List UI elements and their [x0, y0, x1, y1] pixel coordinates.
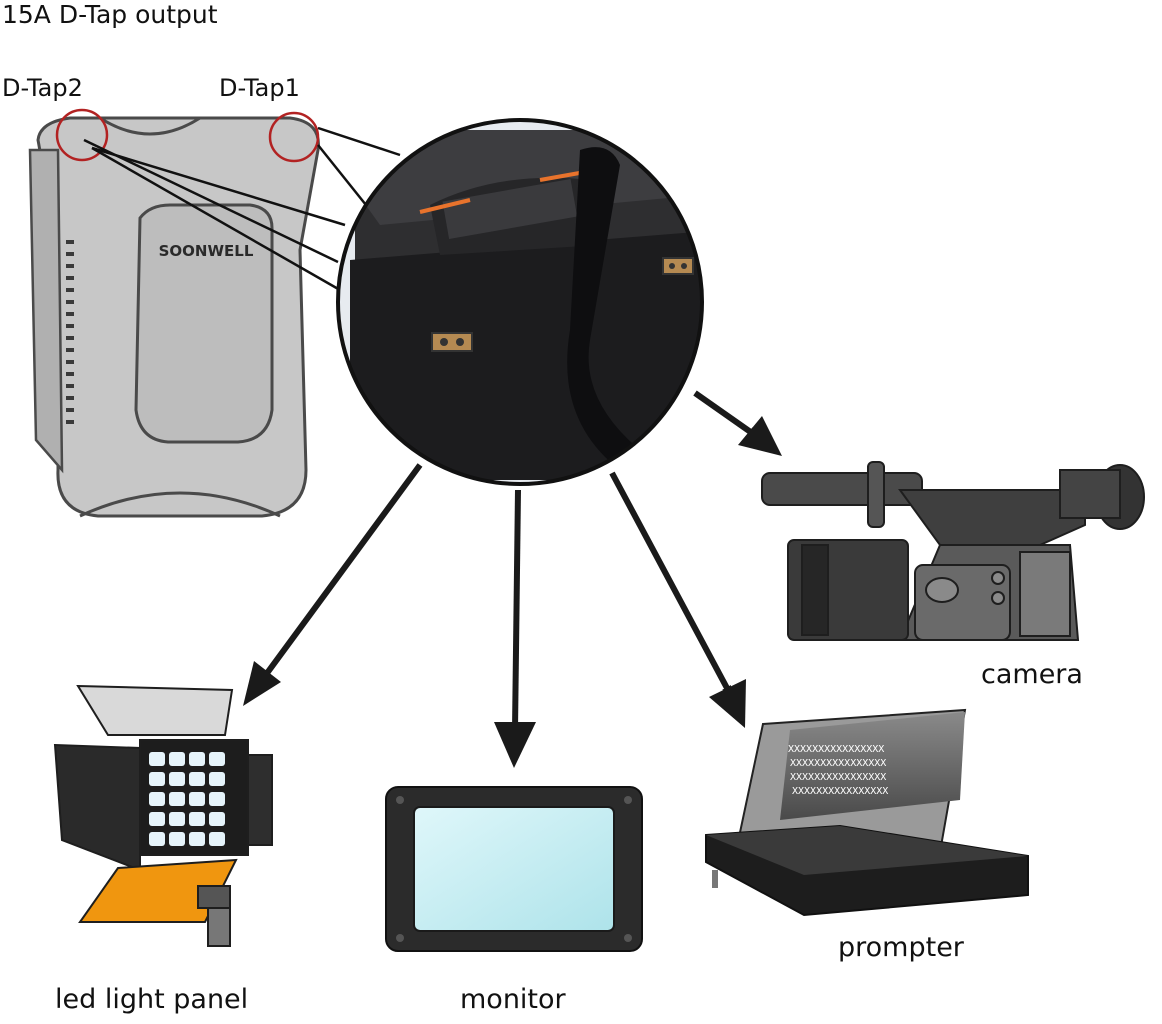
battery-vents — [66, 240, 74, 424]
arrowhead-camera — [738, 416, 782, 456]
dtap2-callout-ring — [55, 108, 109, 162]
svg-text:XXXXXXXXXXXXXXXX: XXXXXXXXXXXXXXXX — [788, 744, 884, 755]
led-panel-illustration — [53, 684, 273, 947]
camera-caption: camera — [981, 659, 1083, 690]
arrow-to-led — [257, 463, 423, 686]
dtap1-callout-ring — [268, 111, 320, 163]
led-grid — [149, 752, 225, 846]
output-arrows — [257, 390, 758, 737]
dtap2-label: D-Tap2 — [2, 74, 83, 102]
battery-brand-logo: SOONWELL — [159, 242, 254, 260]
arrowhead-prompter — [709, 679, 746, 728]
prompter-illustration: XXXXXXXXXXXXXXXX XXXXXXXXXXXXXXXX XXXXXX… — [705, 708, 1029, 917]
svg-text:XXXXXXXXXXXXXXXX: XXXXXXXXXXXXXXXX — [792, 786, 888, 797]
camera-illustration — [761, 461, 1145, 641]
battery-illustration: SOONWELL — [28, 116, 320, 518]
dtap1-label: D-Tap1 — [219, 74, 300, 102]
arrow-to-camera — [693, 390, 758, 438]
diagram-title: 15A D-Tap output — [2, 0, 218, 29]
arrowhead-monitor — [494, 722, 536, 768]
arrow-to-prompter — [609, 471, 732, 697]
arrow-to-monitor — [510, 489, 521, 737]
prompter-caption: prompter — [838, 932, 964, 963]
svg-text:XXXXXXXXXXXXXXXX: XXXXXXXXXXXXXXXX — [790, 772, 886, 783]
arrowhead-led — [243, 661, 281, 706]
dtap1-port-detail — [662, 257, 694, 275]
callout-lines — [83, 126, 401, 292]
led-panel-caption: led light panel — [55, 984, 249, 1015]
monitor-screen — [413, 806, 615, 932]
monitor-caption: monitor — [460, 984, 566, 1015]
dtap2-port-detail — [431, 332, 473, 352]
zoom-detail-circle — [336, 118, 704, 486]
svg-text:XXXXXXXXXXXXXXXX: XXXXXXXXXXXXXXXX — [790, 758, 886, 769]
monitor-illustration — [385, 786, 643, 952]
prompter-text-lines: XXXXXXXXXXXXXXXX XXXXXXXXXXXXXXXX XXXXXX… — [788, 744, 888, 797]
